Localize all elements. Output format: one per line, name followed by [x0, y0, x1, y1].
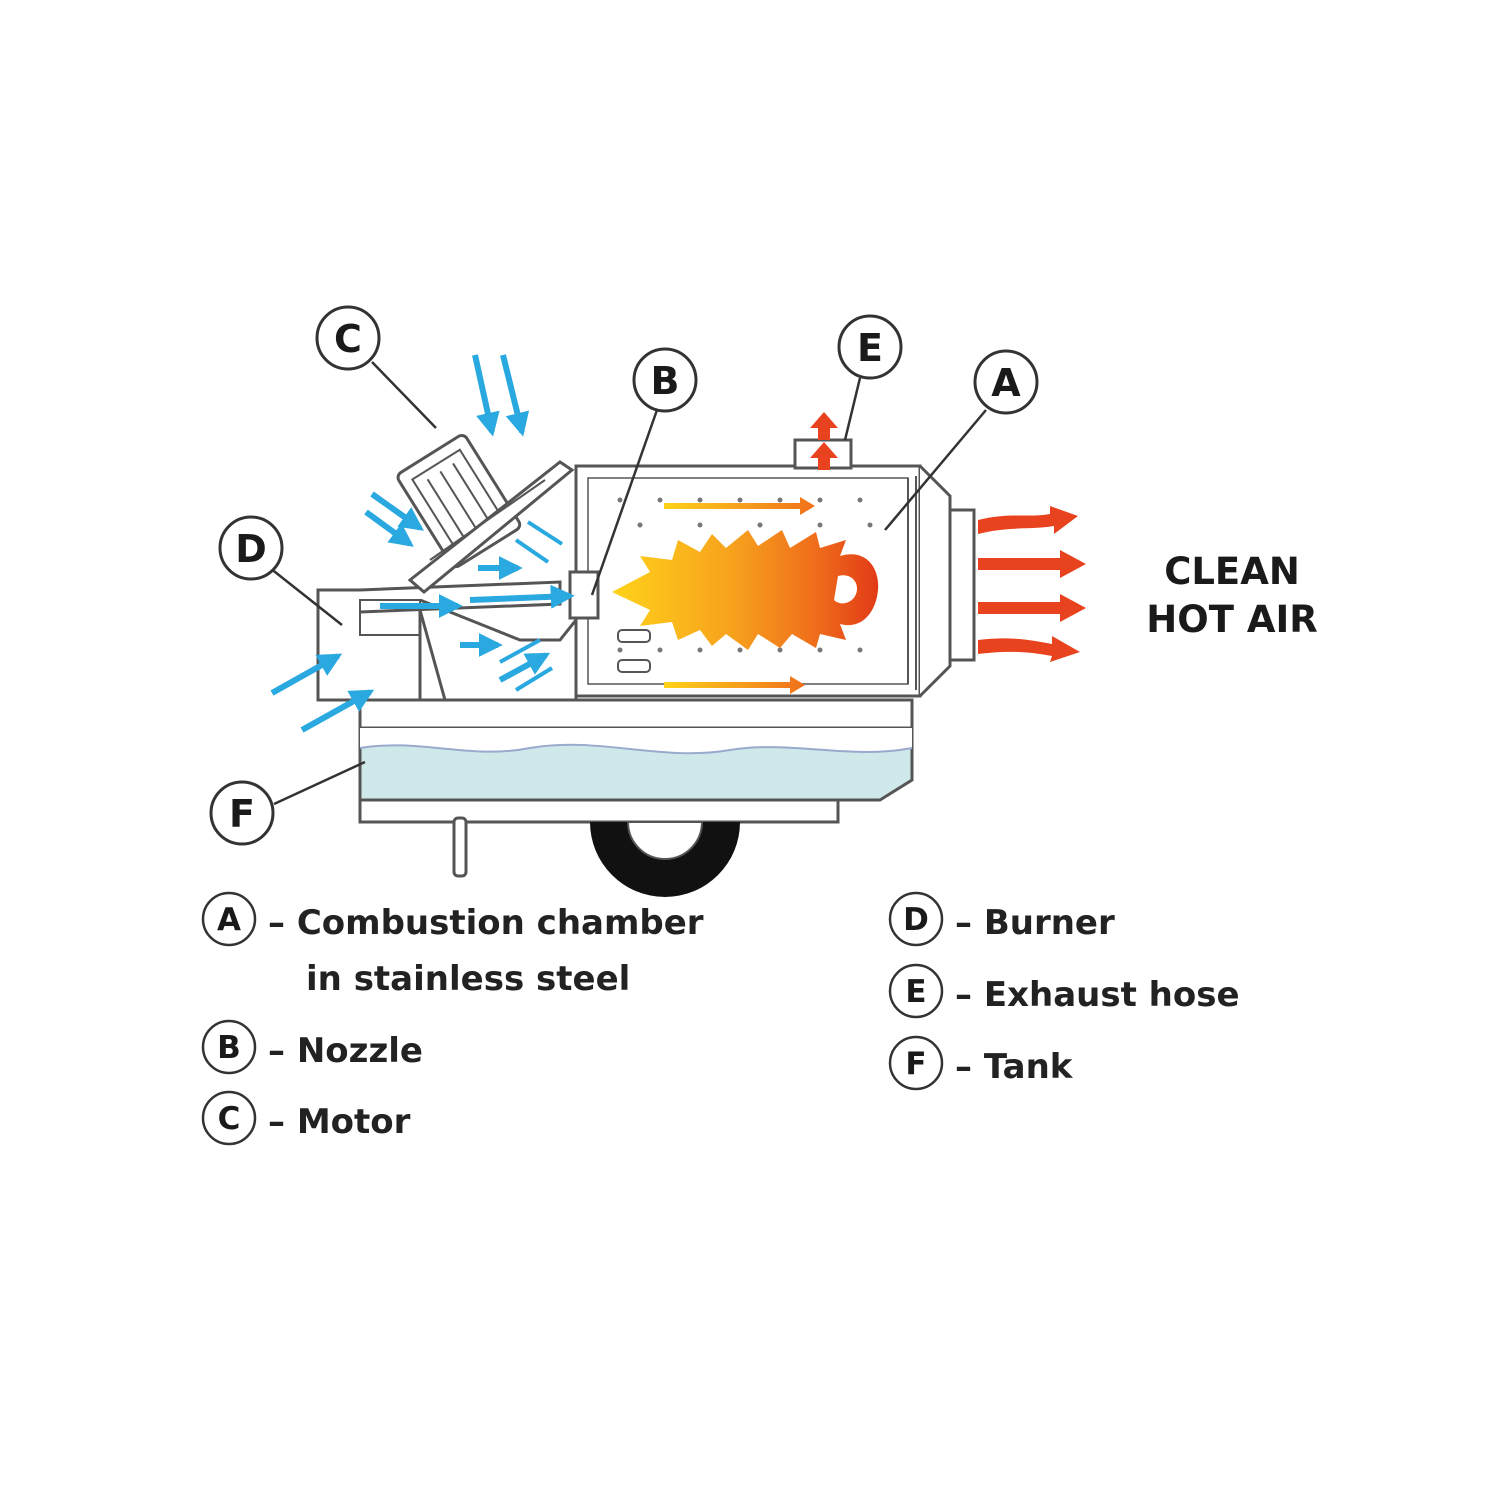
callout-C: C [315, 305, 381, 371]
heater-body [316, 433, 976, 878]
legend-text-C: – Motor [268, 1102, 411, 1142]
legend-letter-B: B [217, 1030, 241, 1066]
legend-letter-D: D [903, 902, 929, 938]
legend-letter-A: A [217, 902, 241, 938]
outlet-label-line1: CLEAN [1164, 550, 1300, 593]
legend-item-C: C – Motor [201, 1090, 411, 1146]
nozzle-block [568, 570, 600, 620]
legend-letter-E: E [905, 974, 926, 1010]
legend-text-F: – Tank [955, 1047, 1074, 1087]
chassis-top [358, 698, 914, 730]
cold-air-arrow-icon [270, 354, 575, 733]
callout-B-letter: B [651, 359, 680, 403]
inner-heat-arrows [664, 497, 815, 694]
callout-A: A [973, 349, 1039, 415]
legend: A – Combustion chamber in stainless stee… [201, 891, 1240, 1146]
leader-lines [269, 361, 987, 806]
legend-text-E: – Exhaust hose [955, 975, 1240, 1015]
callout-C-letter: C [334, 317, 362, 361]
legend-text-A-line2: in stainless steel [306, 959, 630, 999]
legend-text-A: – Combustion chamber [268, 903, 704, 943]
outlet-label-line2: HOT AIR [1146, 598, 1317, 641]
exhaust-arrow-icon [810, 412, 838, 470]
hot-air-arrow-icon [978, 506, 1086, 662]
callout-F: F [209, 780, 275, 846]
legend-item-A: A – Combustion chamber in stainless stee… [201, 891, 704, 999]
legend-letter-C: C [218, 1101, 241, 1137]
flame-icon [612, 530, 879, 650]
callout-F-letter: F [229, 792, 255, 836]
wheel [590, 821, 740, 897]
outlet-flange [948, 508, 976, 662]
callout-B: B [632, 347, 698, 413]
cold-air-dashes [499, 520, 564, 692]
legend-item-B: B – Nozzle [201, 1019, 423, 1075]
callout-D-letter: D [235, 527, 267, 571]
callout-A-letter: A [991, 361, 1021, 405]
legend-item-E: E – Exhaust hose [888, 963, 1240, 1019]
legend-text-B: – Nozzle [268, 1031, 423, 1071]
legend-item-F: F – Tank [888, 1035, 1074, 1091]
support-leg [452, 816, 468, 878]
legend-letter-F: F [905, 1046, 926, 1082]
callout-E-letter: E [857, 326, 883, 370]
callout-D: D [218, 515, 284, 581]
callout-E: E [837, 314, 903, 380]
legend-item-D: D – Burner [888, 891, 1115, 947]
legend-text-D: – Burner [955, 903, 1115, 943]
outlet-cone [918, 464, 952, 698]
